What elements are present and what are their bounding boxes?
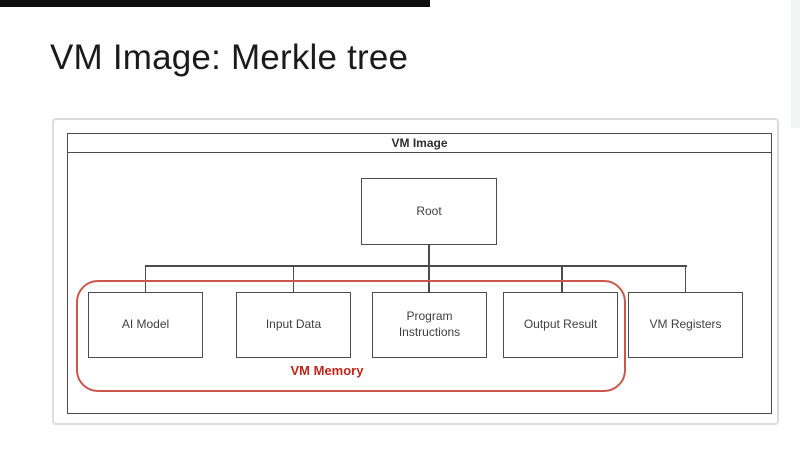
vm-memory-label: VM Memory xyxy=(290,363,364,378)
frame-title: VM Image xyxy=(391,136,448,150)
video-progress-bar xyxy=(0,0,430,7)
connector-drop-input-data xyxy=(292,265,294,293)
frame-header: VM Image xyxy=(68,134,771,153)
connector-drop-output-result xyxy=(561,265,563,293)
connector-drop-vm-registers xyxy=(684,265,686,293)
edge-smudge xyxy=(791,0,800,128)
node-input-data: Input Data xyxy=(236,292,351,358)
connector-drop-ai-model xyxy=(144,265,146,293)
vm-memory-group xyxy=(76,280,626,392)
connector-bus xyxy=(144,265,687,267)
node-program-instructions: Program Instructions xyxy=(372,292,487,358)
node-output-result: Output Result xyxy=(503,292,618,358)
root-node: Root xyxy=(361,178,497,245)
node-ai-model: AI Model xyxy=(88,292,203,358)
node-vm-registers: VM Registers xyxy=(628,292,743,358)
slide-title: VM Image: Merkle tree xyxy=(50,38,409,77)
connector-root-drop xyxy=(428,245,430,293)
